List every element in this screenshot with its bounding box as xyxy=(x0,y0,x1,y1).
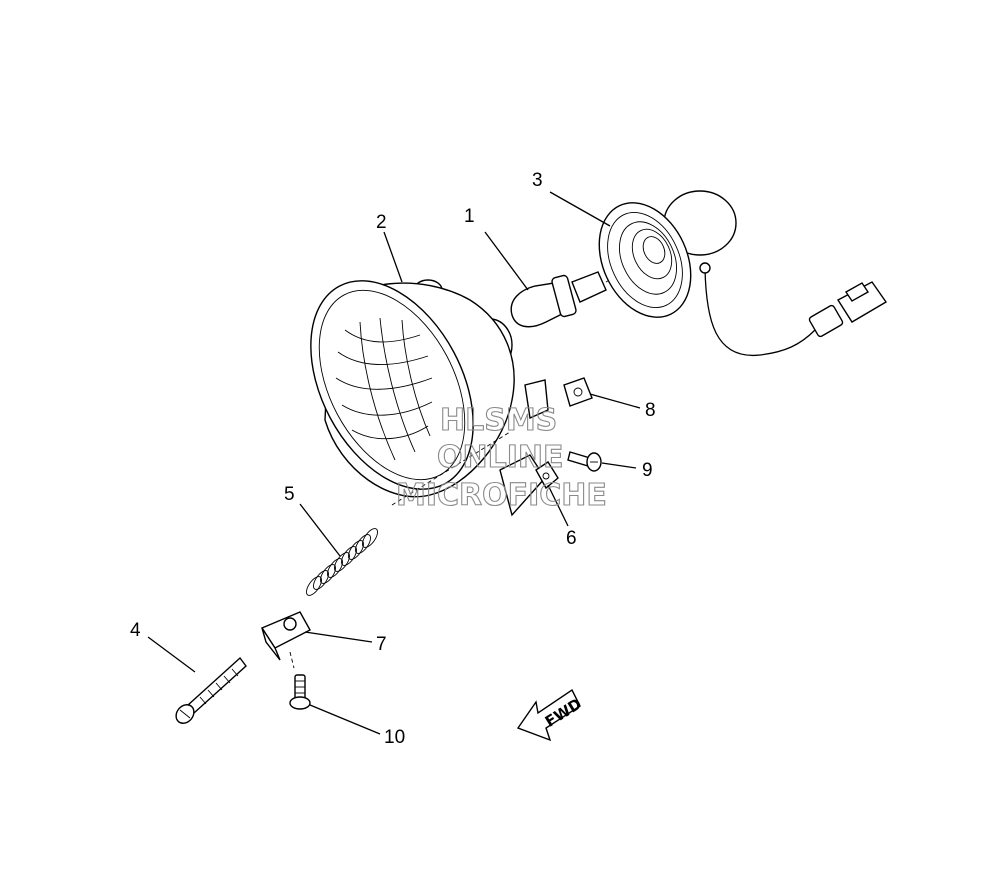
watermark-line-3: MICROFICHE xyxy=(396,478,607,513)
callout-1: 1 xyxy=(464,206,475,227)
leader-lines xyxy=(147,191,641,735)
clip-nut xyxy=(563,377,593,407)
callout-10: 10 xyxy=(384,727,405,748)
bulb xyxy=(510,261,641,328)
callout-8: 8 xyxy=(645,400,656,421)
watermark-line-2: ONLINE xyxy=(437,440,564,475)
watermark-line-1: HLSMS xyxy=(440,403,557,438)
callout-4: 4 xyxy=(130,620,141,641)
callout-6: 6 xyxy=(566,528,577,549)
forward-direction-arrow: FWD xyxy=(516,688,585,742)
callout-7: 7 xyxy=(376,634,387,655)
long-bolt xyxy=(175,656,247,724)
watermark: HLSMS ONLINE MICROFICHE xyxy=(395,402,607,513)
screw xyxy=(567,451,602,472)
callout-9: 9 xyxy=(642,460,653,481)
nut-plate xyxy=(535,461,559,490)
small-screw xyxy=(289,674,311,710)
socket-with-wire xyxy=(598,190,888,356)
headlight-unit xyxy=(310,279,549,517)
callout-3: 3 xyxy=(532,170,543,191)
callout-2: 2 xyxy=(376,212,387,233)
spring xyxy=(306,528,378,596)
callout-numbers: 1 2 3 4 5 6 7 8 9 10 xyxy=(130,170,656,748)
bracket xyxy=(260,611,311,669)
callout-5: 5 xyxy=(284,484,295,505)
